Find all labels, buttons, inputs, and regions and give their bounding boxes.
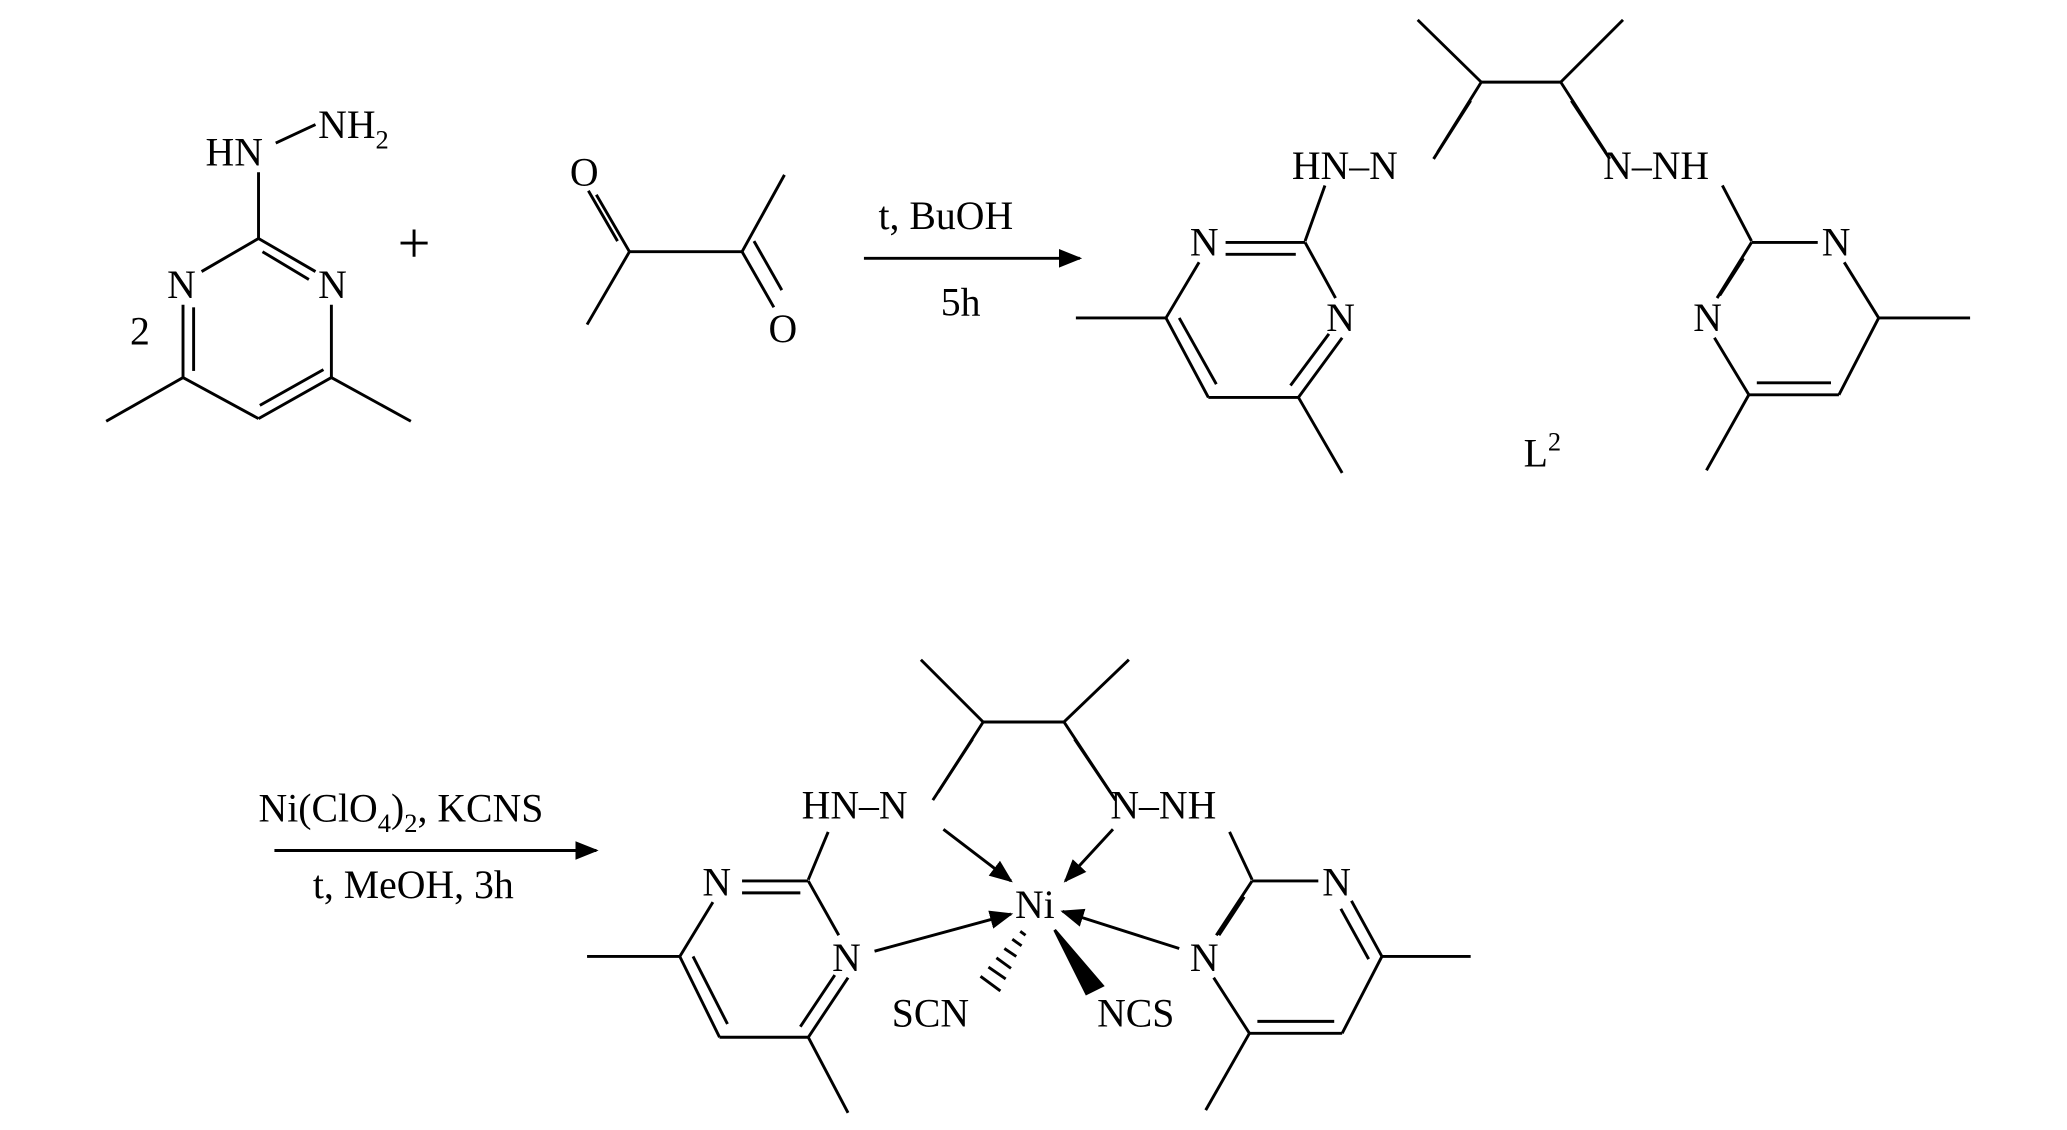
nh2-label: NH2 bbox=[318, 103, 389, 155]
oxygen-top: O bbox=[570, 150, 599, 194]
complex-left-ring-n: N bbox=[702, 861, 731, 905]
complex-right-ring-n: N bbox=[1322, 861, 1351, 905]
plus-sign: + bbox=[398, 210, 431, 275]
conditions-above-2: Ni(ClO4)2, KCNS bbox=[259, 786, 544, 838]
l2-left-hydrazone: HN–N bbox=[1292, 144, 1398, 188]
reaction-arrow-2: Ni(ClO4)2, KCNS t, MeOH, 3h bbox=[259, 786, 599, 907]
oxygen-bottom: O bbox=[769, 307, 798, 351]
reaction-arrow-1: t, BuOH 5h bbox=[863, 194, 1083, 324]
nickel-center: Ni bbox=[1015, 883, 1055, 927]
conditions-above-1: t, BuOH bbox=[879, 194, 1014, 238]
ligand-label-l2: L2 bbox=[1524, 426, 1562, 475]
conditions-below-1: 5h bbox=[941, 280, 981, 324]
l2-right-hydrazone: N–NH bbox=[1603, 144, 1709, 188]
stoichiometric-coefficient: 2 bbox=[130, 309, 150, 353]
product-nickel-complex: HN–N N–NH Ni SCN NCS N N N N bbox=[587, 658, 1471, 1114]
l2-left-ring-n: N bbox=[1190, 221, 1219, 265]
conditions-below-2: t, MeOH, 3h bbox=[313, 863, 514, 907]
ring-n-right: N bbox=[318, 263, 347, 307]
solid-wedge-bond bbox=[1053, 929, 1105, 996]
hashed-wedge-bond bbox=[979, 930, 1027, 993]
l2-left-ring-n: N bbox=[1326, 296, 1355, 340]
ligand-scn: SCN bbox=[892, 992, 969, 1036]
complex-left-ring-n: N bbox=[832, 936, 861, 980]
ring-n-left: N bbox=[167, 263, 196, 307]
l2-right-ring-n: N bbox=[1822, 221, 1851, 265]
complex-left-hydrazone: HN–N bbox=[802, 784, 908, 828]
l2-right-ring-n: N bbox=[1693, 296, 1722, 340]
complex-right-ring-n: N bbox=[1190, 936, 1219, 980]
product-ligand-l2: HN–N N–NH N N N N L2 bbox=[1075, 18, 1971, 475]
ligand-ncs: NCS bbox=[1097, 992, 1174, 1036]
complex-right-hydrazone: N–NH bbox=[1110, 784, 1216, 828]
reactant-diacetyl: O O bbox=[570, 150, 797, 350]
reactant-hydrazinopyrimidine: NH2 HN N N 2 bbox=[105, 103, 412, 423]
hn-label: HN bbox=[206, 131, 263, 175]
